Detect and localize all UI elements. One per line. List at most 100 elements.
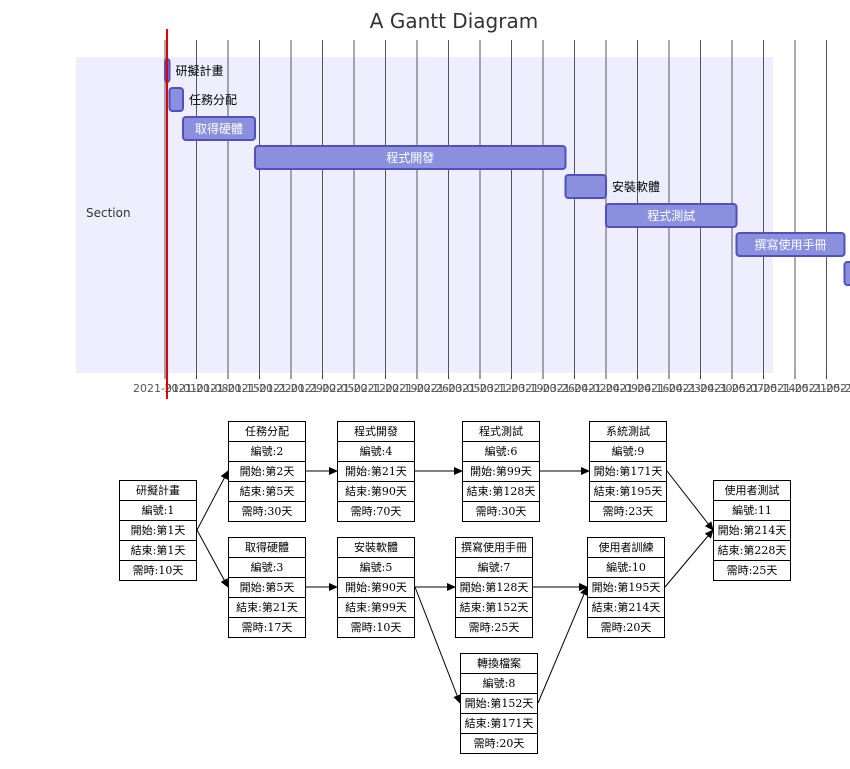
gantt-chart: A Gantt Diagram Section 研擬計畫任務分配取得硬體程式開發…: [76, 9, 850, 399]
node-start: 開始:第128天: [456, 578, 532, 598]
section-label: Section: [86, 206, 131, 220]
node-end: 結束:第128天: [463, 482, 539, 502]
node-id: 編號:8: [461, 674, 537, 694]
node-name: 撰寫使用手冊: [456, 538, 532, 558]
node-end: 結束:第171天: [461, 714, 537, 734]
axis-tick-label: 2021-04-09: [574, 382, 638, 395]
node-name: 安裝軟體: [338, 538, 414, 558]
axis-tick-label: 2021-04-23: [637, 382, 701, 395]
node-end: 結束:第1天: [120, 541, 196, 561]
node-duration: 需時:25天: [726, 564, 778, 577]
axis-tick-label: 2021-03-26: [511, 382, 575, 395]
axis-tick-label: 2021-03-05: [417, 382, 481, 395]
task-label: 任務分配: [189, 93, 237, 107]
node-id: 編號:11: [714, 501, 790, 521]
node-id: 編號:9: [590, 442, 666, 462]
task-bar: [605, 203, 738, 228]
node-start: 開始:第99天: [463, 462, 539, 482]
axis-tick-label: 2021-05-07: [700, 382, 764, 395]
node-name: 取得硬體: [229, 538, 305, 558]
axis-tick-label: 2021-03-19: [480, 382, 544, 395]
axis-tick-label: 2021-06-04: [826, 382, 850, 395]
node-start: 開始:第152天: [461, 694, 537, 714]
node-duration: 需時:10天: [350, 621, 402, 634]
node-duration: 需時:30天: [475, 505, 527, 518]
node-id: 編號:3: [229, 558, 305, 578]
node-end: 結束:第195天: [590, 482, 666, 502]
node-id: 編號:4: [338, 442, 414, 462]
node-end: 結束:第228天: [714, 541, 790, 561]
task-bars: 研擬計畫任務分配取得硬體程式開發安裝軟體程式測試撰寫使用手冊轉換檔案系統測試使用…: [164, 58, 850, 286]
axis-tick-label: 2021-01-01: [133, 382, 197, 395]
node-name: 程式測試: [463, 422, 539, 442]
node-duration: 需時:23天: [602, 505, 654, 518]
axis-tick-label: 2021-02-19: [354, 382, 418, 395]
node-name: 使用者測試: [714, 481, 790, 501]
time-grid: [164, 40, 827, 373]
node-id: 編號:1: [120, 501, 196, 521]
dependency-arrow: [666, 470, 714, 531]
axis-tick-label: 2021-05-21: [763, 382, 827, 395]
node-start: 開始:第21天: [338, 462, 414, 482]
node-start: 開始:第214天: [714, 521, 790, 541]
node-end: 結束:第21天: [229, 598, 305, 618]
dependency-arrow: [537, 586, 588, 704]
dependency-arrow: [196, 470, 229, 531]
axis-tick-label: 2021-02-05: [291, 382, 355, 395]
node-name: 使用者訓練: [588, 538, 664, 558]
node-duration: 需時:17天: [241, 621, 293, 634]
node-end: 結束:第5天: [229, 482, 305, 502]
node-duration: 需時:10天: [132, 564, 184, 577]
node-duration: 需時:25天: [468, 621, 520, 634]
node-end: 結束:第152天: [456, 598, 532, 618]
node-end: 結束:第90天: [338, 482, 414, 502]
node-name: 任務分配: [229, 422, 305, 442]
axis-tick-label: 2021-01-15: [196, 382, 260, 395]
axis-tick-label: 2021-05-28: [795, 382, 850, 395]
task-bar: [843, 261, 850, 286]
node-start: 開始:第195天: [588, 578, 664, 598]
node-id: 編號:7: [456, 558, 532, 578]
node-name: 程式開發: [338, 422, 414, 442]
node-name: 轉換檔案: [461, 654, 537, 674]
node-name: 系統測試: [590, 422, 666, 442]
task-label: 程式開發: [386, 150, 434, 165]
time-axis: 2021-01-012021-01-082021-01-152021-01-22…: [133, 373, 850, 395]
node-duration: 需時:20天: [473, 737, 525, 750]
node-id: 編號:6: [463, 442, 539, 462]
task-bar: [182, 116, 256, 141]
node-start: 開始:第1天: [120, 521, 196, 541]
node-id: 編號:10: [588, 558, 664, 578]
gantt-title: A Gantt Diagram: [370, 9, 538, 33]
node-start: 開始:第171天: [590, 462, 666, 482]
dependency-arrow: [196, 529, 229, 588]
node-end: 結束:第99天: [338, 598, 414, 618]
axis-tick-label: 2021-02-12: [322, 382, 386, 395]
task-bar: [735, 232, 846, 257]
task-label: 安裝軟體: [612, 179, 660, 194]
node-duration: 需時:30天: [241, 505, 293, 518]
task-bar: [564, 174, 607, 199]
node-end: 結束:第214天: [588, 598, 664, 618]
axis-tick-label: 2021-04-02: [543, 382, 607, 395]
task-label: 研擬計畫: [176, 63, 224, 78]
node-name: 研擬計畫: [120, 481, 196, 501]
node-duration: 需時:70天: [350, 505, 402, 518]
axis-tick-label: 2021-01-22: [228, 382, 292, 395]
axis-tick-label: 2021-01-29: [259, 382, 323, 395]
node-start: 開始:第5天: [229, 578, 305, 598]
task-label: 程式測試: [647, 208, 695, 223]
axis-tick-label: 2021-05-14: [732, 382, 796, 395]
node-start: 開始:第2天: [229, 462, 305, 482]
axis-tick-label: 2021-04-30: [669, 382, 733, 395]
dependency-arrow: [414, 586, 461, 704]
task-bar: [168, 87, 184, 112]
